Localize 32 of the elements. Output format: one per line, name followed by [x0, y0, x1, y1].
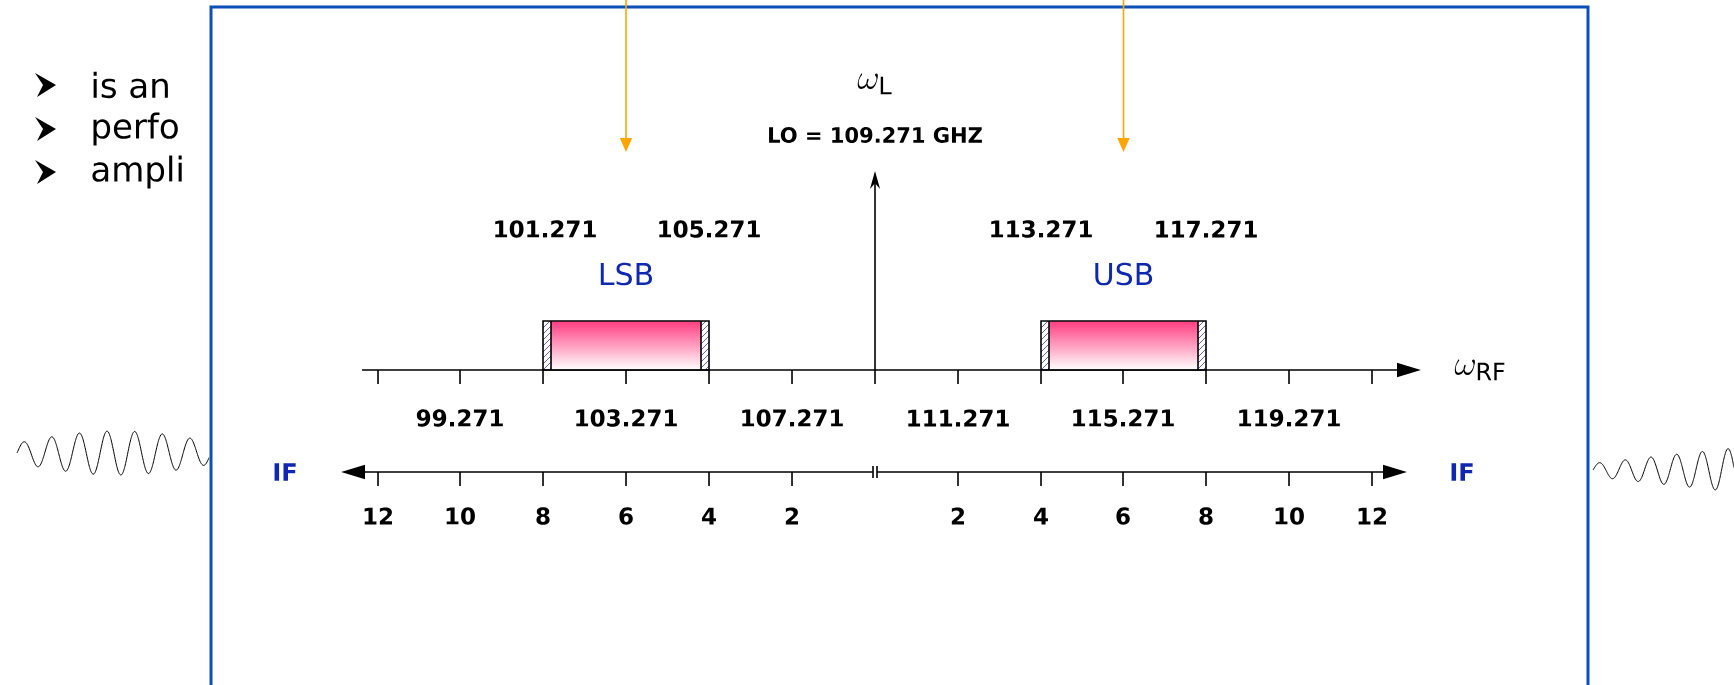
- frequency-label: 99.271: [416, 409, 503, 427]
- frequency-label: 8: [536, 507, 550, 525]
- frequency-label: 8: [1199, 507, 1213, 525]
- frequency-label: 12: [1358, 507, 1386, 525]
- frequency-label: 111.271: [908, 409, 1009, 427]
- frequency-label: 2: [951, 507, 964, 525]
- frequency-label: 10: [1275, 507, 1304, 525]
- frequency-label: 6: [1116, 507, 1130, 525]
- bullet-text: ampli: [92, 155, 182, 189]
- bullet-text: perfo: [93, 112, 178, 146]
- frequency-label: 6: [619, 507, 633, 525]
- frequency-label: 4: [1034, 507, 1048, 525]
- frequency-label: 117.271: [1156, 220, 1257, 238]
- frequency-label: 2: [785, 507, 798, 525]
- frequency-label: 103.271: [576, 409, 677, 427]
- frequency-label: 10: [446, 507, 475, 525]
- frequency-label: 119.271: [1239, 409, 1340, 427]
- frequency-label: 113.271: [991, 220, 1092, 238]
- frequency-label: 107.271: [742, 409, 843, 427]
- axis-symbol: $\omega_{\mathrm{L}}$: [857, 73, 892, 95]
- band-label: LSB: [600, 262, 653, 286]
- frequency-label: 115.271: [1073, 409, 1174, 427]
- axis-symbol: $\omega_{\mathrm{RF}}$: [1454, 359, 1505, 381]
- frequency-label: 101.271: [495, 220, 596, 238]
- frequency-label: 12: [364, 507, 392, 525]
- frequency-label: 105.271: [659, 220, 760, 238]
- bullet-text: is an: [93, 71, 168, 99]
- axis-label: IF: [1451, 463, 1473, 481]
- frequency-label: LO = 109.271 GHZ: [769, 127, 982, 143]
- frequency-label: 4: [702, 507, 716, 525]
- axis-label: IF: [274, 463, 296, 481]
- band-label: USB: [1095, 262, 1153, 286]
